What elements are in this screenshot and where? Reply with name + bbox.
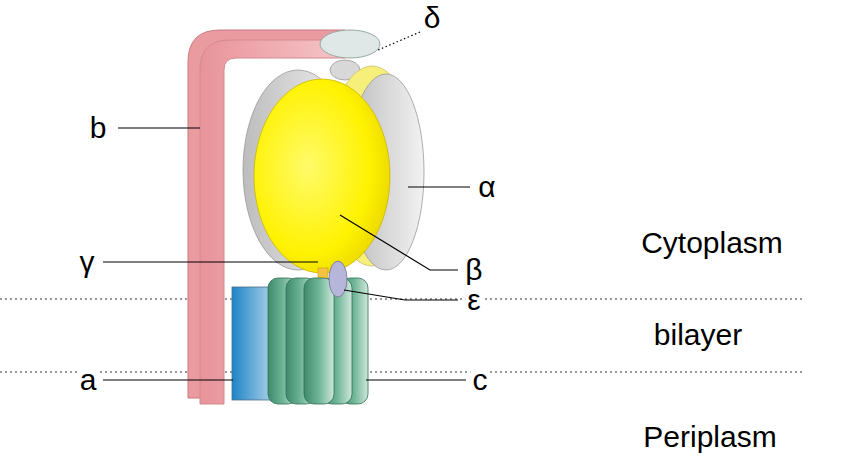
leader-line xyxy=(378,32,420,50)
subunit-label: ε xyxy=(465,285,482,315)
subunit-label: β xyxy=(463,255,484,285)
leader-line xyxy=(344,290,458,300)
leader-line xyxy=(340,215,458,270)
subunit-label: α xyxy=(476,172,497,202)
leader-line xyxy=(103,261,318,262)
membrane-boundary xyxy=(0,372,805,373)
leader-line xyxy=(366,379,466,380)
leader-line xyxy=(408,186,470,187)
subunit-label: a xyxy=(78,365,99,395)
leader-line xyxy=(118,127,200,128)
subunit-label: γ xyxy=(78,247,97,277)
subunit-label: δ xyxy=(422,3,443,33)
region-label: Periplasm xyxy=(641,422,778,452)
epsilon-subunit xyxy=(329,261,347,297)
subunit-label: b xyxy=(88,113,109,143)
region-label: bilayer xyxy=(652,320,744,350)
c-subunit xyxy=(304,278,334,404)
delta-subunit xyxy=(320,30,380,58)
subunit-label: c xyxy=(471,365,490,395)
region-label: Cytoplasm xyxy=(639,228,785,258)
leader-line xyxy=(103,379,233,380)
beta-subunit xyxy=(254,79,390,273)
